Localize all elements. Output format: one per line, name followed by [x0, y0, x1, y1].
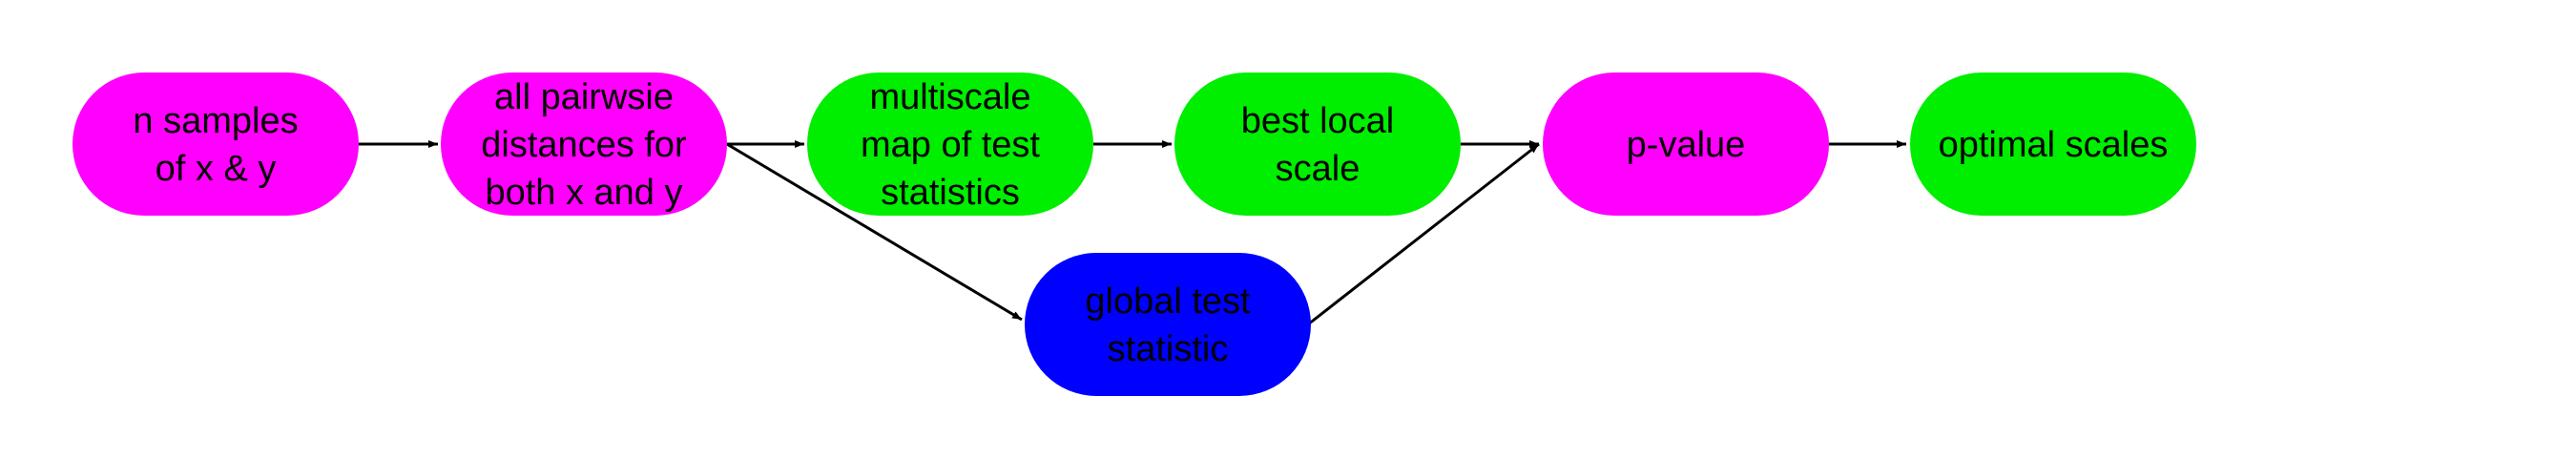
node-bestlocal-label: best local scale — [1241, 101, 1395, 189]
node-optimal-label-line: optimal scales — [1939, 125, 2169, 165]
node-bestlocal-label-line: scale — [1276, 149, 1361, 189]
node-samples-label-line: of x & y — [156, 149, 277, 189]
node-samples-label: n samples of x & y — [133, 101, 298, 189]
node-globaltest-label-line: statistic — [1108, 329, 1229, 369]
node-pvalue-label: p-value — [1627, 125, 1746, 165]
node-samples: n samples of x & y — [73, 73, 359, 216]
node-globaltest: global test statistic — [1025, 253, 1311, 396]
edge-distances-to-globaltest — [726, 142, 1023, 322]
node-distances-shape — [441, 73, 727, 216]
node-multiscale-label: multiscale map of test statistics — [861, 77, 1040, 213]
node-multiscale: multiscale map of test statistics — [807, 73, 1093, 216]
node-bestlocal: best local scale — [1174, 73, 1461, 216]
node-multiscale-label-line: statistics — [881, 173, 1020, 213]
node-optimal: optimal scales — [1910, 73, 2196, 216]
node-distances-label-line: all pairwsie — [494, 77, 674, 117]
node-globaltest-shape — [1025, 253, 1311, 396]
node-globaltest-label: global test statistic — [1085, 281, 1251, 369]
node-pvalue-shape — [1543, 73, 1829, 216]
node-multiscale-label-line: map of test — [861, 125, 1040, 165]
node-distances: all pairwsie distances for both x and y — [441, 73, 727, 216]
edge-globaltest-to-pvalue — [1307, 142, 1540, 326]
node-distances-label: all pairwsie distances for both x and y — [481, 77, 687, 213]
node-pvalue: p-value — [1543, 73, 1829, 216]
node-multiscale-shape — [807, 73, 1093, 216]
node-optimal-label: optimal scales — [1939, 125, 2169, 165]
node-samples-shape — [73, 73, 359, 216]
node-globaltest-label-line: global test — [1085, 281, 1251, 322]
node-bestlocal-label-line: best local — [1241, 101, 1395, 141]
node-multiscale-label-line: multiscale — [870, 77, 1031, 117]
node-optimal-shape — [1910, 73, 2196, 216]
node-bestlocal-shape — [1174, 73, 1461, 216]
node-samples-label-line: n samples — [133, 101, 298, 141]
node-pvalue-label-line: p-value — [1627, 125, 1746, 165]
node-distances-label-line: both x and y — [485, 173, 682, 213]
node-distances-label-line: distances for — [481, 125, 687, 165]
edges — [359, 140, 1906, 326]
